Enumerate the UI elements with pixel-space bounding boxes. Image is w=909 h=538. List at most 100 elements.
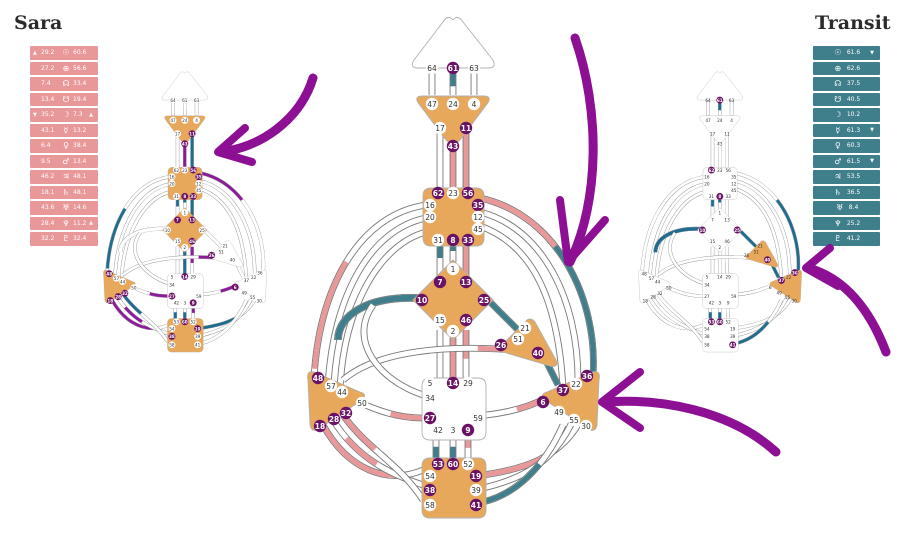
sara-planet-row[interactable]: 13.4☋19.4 [30, 92, 98, 106]
gate-54[interactable]: 54 [168, 325, 176, 333]
gate-52[interactable]: 52 [461, 457, 475, 471]
sara-planet-row[interactable]: 28.4♆11.2▲ [30, 216, 98, 230]
gate-27[interactable]: 27 [704, 294, 710, 299]
sara-planet-row[interactable]: 46.2♃48.1 [30, 170, 98, 184]
gate-45[interactable]: 45 [471, 222, 485, 236]
gate-23[interactable]: 23 [181, 166, 189, 174]
gate-52[interactable]: 52 [189, 318, 197, 326]
gate-12[interactable]: 12 [471, 210, 485, 224]
gate-24[interactable]: 24 [717, 118, 723, 123]
gate-7[interactable]: 7 [711, 218, 714, 223]
gate-56[interactable]: 56 [461, 186, 475, 200]
transit-planet-row[interactable]: ♆25.2 [813, 216, 880, 230]
gate-40[interactable]: 40 [531, 346, 545, 360]
sara-planet-row[interactable]: ▲29.2☉60.6 [30, 46, 98, 60]
gate-30[interactable]: 30 [792, 298, 798, 303]
chevron-down-icon[interactable]: ▼ [870, 158, 874, 165]
gate-59[interactable]: 59 [471, 411, 485, 425]
gate-8[interactable]: 8 [446, 233, 460, 247]
channel[interactable] [340, 344, 514, 383]
transit-planet-row[interactable]: ☋40.5 [813, 92, 880, 106]
channel[interactable] [738, 228, 758, 249]
gate-32[interactable]: 32 [121, 289, 129, 297]
channel[interactable] [340, 413, 426, 502]
gate-47[interactable]: 47 [425, 97, 439, 111]
gate-15[interactable]: 15 [174, 237, 181, 245]
gate-28[interactable]: 28 [327, 412, 341, 426]
solar-plexus-center[interactable] [769, 269, 802, 304]
gate-27[interactable]: 27 [423, 411, 437, 425]
solar-plexus-center[interactable] [542, 371, 600, 431]
gate-34[interactable]: 34 [168, 281, 176, 289]
gate-2[interactable]: 2 [718, 245, 721, 250]
gate-41[interactable]: 41 [469, 498, 483, 512]
channel[interactable] [324, 214, 427, 386]
gate-7[interactable]: 7 [174, 216, 181, 224]
gate-26[interactable]: 26 [494, 338, 508, 352]
channel[interactable] [653, 226, 701, 253]
gate-59[interactable]: 59 [195, 292, 203, 300]
gate-43[interactable]: 43 [717, 142, 723, 147]
gate-17[interactable]: 17 [710, 131, 716, 136]
gate-8[interactable]: 8 [181, 192, 189, 200]
gate-28[interactable]: 28 [650, 294, 656, 299]
channel[interactable] [734, 186, 784, 280]
gate-35[interactable]: 35 [195, 173, 203, 181]
gate-23[interactable]: 23 [717, 168, 723, 173]
gate-58[interactable]: 58 [704, 343, 710, 348]
gate-53[interactable]: 53 [431, 457, 445, 471]
gate-10[interactable]: 10 [698, 226, 706, 234]
gate-31[interactable]: 31 [431, 233, 445, 247]
gate-9[interactable]: 9 [727, 301, 730, 306]
gate-15[interactable]: 15 [433, 313, 447, 327]
gate-55[interactable]: 55 [785, 295, 791, 300]
gate-60[interactable]: 60 [716, 318, 724, 326]
g-center[interactable] [412, 259, 494, 341]
gate-3[interactable]: 3 [181, 299, 189, 307]
gate-21[interactable]: 21 [518, 321, 532, 335]
channel[interactable] [645, 299, 704, 331]
gate-49[interactable]: 49 [552, 405, 566, 419]
channel[interactable] [736, 293, 795, 330]
sara-planet-row[interactable]: ▼35.2☽7.3▲ [30, 108, 98, 122]
gate-35[interactable]: 35 [471, 198, 485, 212]
gate-22[interactable]: 22 [250, 273, 258, 281]
gate-34[interactable]: 34 [704, 283, 710, 288]
gate-5[interactable]: 5 [706, 274, 709, 279]
gate-27[interactable]: 27 [168, 292, 176, 300]
gate-5[interactable]: 5 [423, 376, 437, 390]
gate-2[interactable]: 2 [446, 324, 460, 338]
sara-planet-row[interactable]: 6.4♀38.4 [30, 139, 98, 153]
gate-33[interactable]: 33 [726, 194, 732, 199]
transit-planet-row[interactable]: ♃53.5 [813, 170, 880, 184]
sara-planet-row[interactable]: 18.1♄48.1 [30, 185, 98, 199]
gate-26[interactable]: 26 [744, 253, 750, 258]
gate-32[interactable]: 32 [657, 291, 663, 296]
head-center[interactable] [696, 71, 744, 101]
sara-planet-row[interactable]: 27.2⊕56.6 [30, 61, 98, 75]
gate-63[interactable]: 63 [729, 98, 735, 103]
channel[interactable] [336, 228, 427, 391]
gate-28[interactable]: 28 [114, 293, 122, 301]
gate-45[interactable]: 45 [195, 186, 203, 194]
gate-46[interactable]: 46 [724, 239, 730, 244]
gate-33[interactable]: 33 [461, 233, 475, 247]
gate-13[interactable]: 13 [459, 275, 473, 289]
gate-57[interactable]: 57 [113, 274, 120, 282]
gate-54[interactable]: 54 [423, 469, 437, 483]
gate-25[interactable]: 25 [733, 226, 741, 234]
gate-29[interactable]: 29 [461, 376, 475, 390]
gate-17[interactable]: 17 [174, 130, 181, 138]
gate-54[interactable]: 54 [704, 326, 710, 331]
spleen-center[interactable] [307, 371, 365, 431]
gate-56[interactable]: 56 [189, 166, 197, 174]
spleen-center[interactable] [103, 269, 136, 304]
gate-19[interactable]: 19 [194, 325, 202, 333]
gate-13[interactable]: 13 [188, 216, 196, 224]
transit-planet-row[interactable]: ♅8.4 [813, 201, 880, 215]
gate-60[interactable]: 60 [181, 318, 189, 326]
gate-3[interactable]: 3 [446, 423, 460, 437]
channel[interactable] [734, 171, 801, 273]
gate-37[interactable]: 37 [242, 276, 250, 284]
gate-11[interactable]: 11 [459, 121, 473, 135]
